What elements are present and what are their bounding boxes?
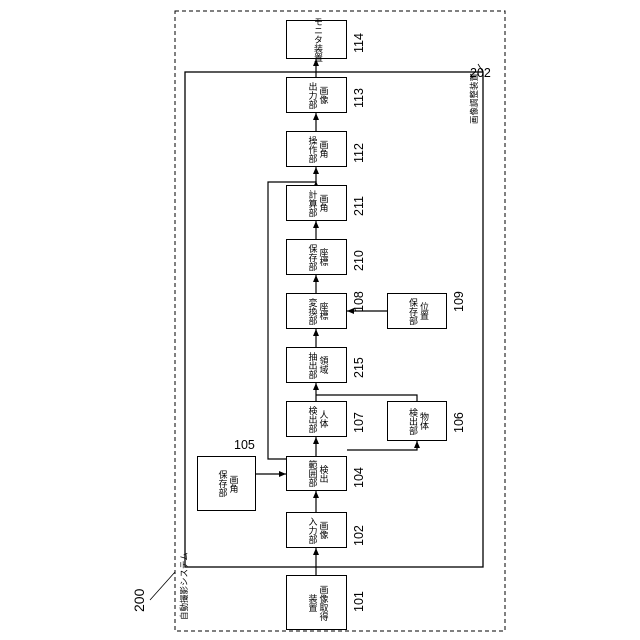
leader-200 bbox=[150, 572, 175, 600]
ref-104: 104 bbox=[352, 467, 366, 488]
ref-211: 211 bbox=[352, 196, 366, 216]
device-label: 画像調整装置 bbox=[468, 73, 480, 124]
device-ref: 202 bbox=[470, 66, 491, 80]
arrow-104-106 bbox=[347, 441, 417, 450]
block-object-detection: 物体 検出部 bbox=[387, 401, 447, 441]
ref-107: 107 bbox=[352, 412, 366, 433]
system-label: 自動撮影システム bbox=[178, 552, 190, 620]
block-image-output: 画像 出力部 bbox=[286, 77, 347, 113]
ref-105: 105 bbox=[234, 438, 255, 452]
ref-102: 102 bbox=[352, 525, 366, 546]
block-region-extraction: 領域 抽出部 bbox=[286, 347, 347, 383]
ref-215: 215 bbox=[352, 357, 366, 378]
block-human-detection: 人体 検出部 bbox=[286, 401, 347, 437]
ref-210: 210 bbox=[352, 250, 366, 271]
ref-112: 112 bbox=[352, 143, 366, 163]
block-monitor-device: モニタ装置 bbox=[286, 20, 347, 59]
block-image-acquisition-device: 画像取得 装置 bbox=[286, 575, 347, 630]
block-detection-range: 検出 範囲部 bbox=[286, 456, 347, 491]
block-angle-storage: 画角 保存部 bbox=[197, 456, 256, 511]
ref-101: 101 bbox=[352, 591, 366, 612]
ref-114: 114 bbox=[352, 33, 366, 53]
block-coordinate-conversion: 座標 変換部 bbox=[286, 293, 347, 329]
block-position-storage: 位置 保存部 bbox=[387, 293, 447, 329]
block-image-input: 画像 入力部 bbox=[286, 512, 347, 548]
block-angle-calculation: 画角 計算部 bbox=[286, 185, 347, 221]
ref-113: 113 bbox=[352, 88, 366, 108]
system-ref: 200 bbox=[131, 589, 147, 612]
block-angle-operation: 画角 操作部 bbox=[286, 131, 347, 167]
ref-108: 108 bbox=[352, 291, 366, 312]
block-coordinate-storage: 座標 保存部 bbox=[286, 239, 347, 275]
ref-109: 109 bbox=[452, 291, 466, 312]
ref-106: 106 bbox=[452, 412, 466, 433]
